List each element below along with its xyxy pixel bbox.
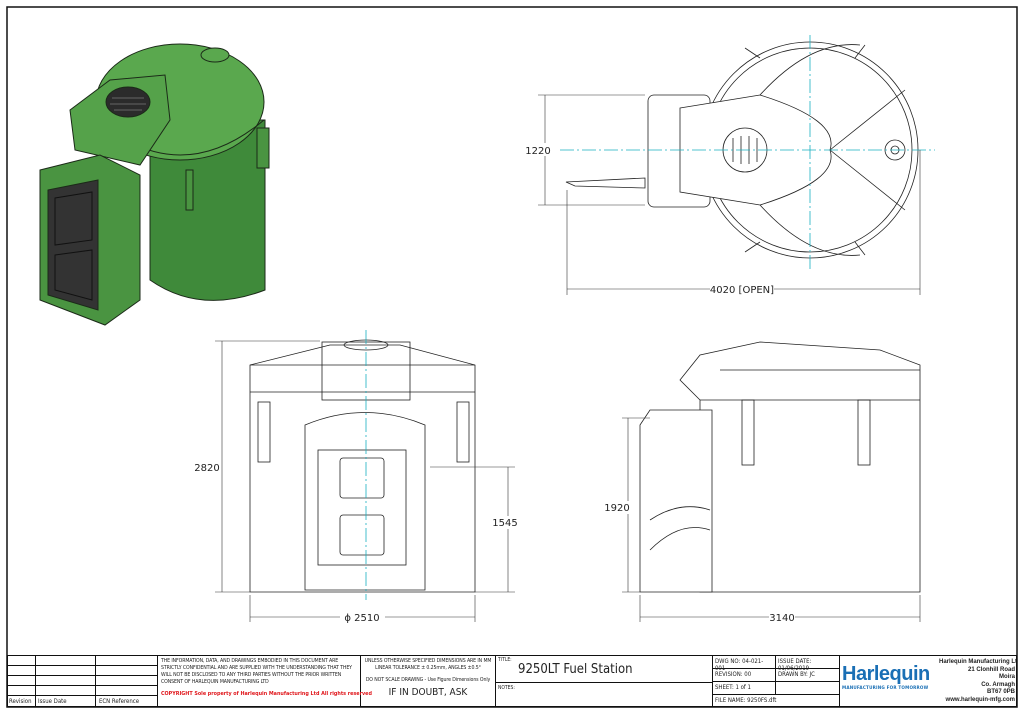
issue-date: 01/06/2019 xyxy=(778,665,810,672)
confidentiality-notice: THE INFORMATION, DATA, AND DRAWINGS EMBO… xyxy=(161,658,352,685)
drawn-by-label: DRAWN BY: xyxy=(778,671,808,678)
sheet-value: 1 of 1 xyxy=(735,684,751,691)
copyright-label: COPYRIGHT xyxy=(161,691,193,697)
sheet-label: SHEET: xyxy=(715,684,734,691)
file-name-label: FILE NAME: xyxy=(715,697,746,704)
company-address: Harlequin Manufacturing Ltd 21 Clonhill … xyxy=(939,659,1017,704)
revision-value: 00 xyxy=(744,671,752,678)
dim-top-height: 1220 xyxy=(525,146,550,157)
doubt-text: IF IN DOUBT, ASK xyxy=(388,687,468,698)
dim-front-height: 2820 xyxy=(194,463,219,474)
dim-top-width: 4020 [OPEN] xyxy=(710,285,774,296)
logo-tagline: MANUFACTURING FOR TOMORROW xyxy=(842,686,929,691)
dim-front-diameter: ϕ 2510 xyxy=(344,613,379,624)
drawing-title: 9250LT Fuel Station xyxy=(518,662,633,677)
address-line: Moira xyxy=(998,674,1015,680)
revision-table: Revision Issue Date ECN Reference xyxy=(8,656,158,706)
isometric-view xyxy=(39,43,270,326)
revision-header: Revision xyxy=(8,696,36,706)
address-line: 21 Clonhill Road xyxy=(967,666,1015,673)
side-view xyxy=(639,341,921,593)
revision-label: REVISION: xyxy=(715,671,743,678)
copyright-text: Sole property of Harlequin Manufacturing… xyxy=(194,691,372,697)
title-label: TITLE: xyxy=(498,657,512,663)
address-website: www.harlequin-mfg.com xyxy=(945,696,1015,703)
dwg-no: 04-021-001 xyxy=(715,658,764,672)
issue-date-label: ISSUE DATE: xyxy=(778,658,812,665)
dim-front-cabinet-height: 1545 xyxy=(492,518,517,529)
title-block: Revision Issue Date ECN Reference THE IN… xyxy=(7,655,1017,707)
address-line: BT67 0PB xyxy=(986,689,1015,695)
drawing-info: DWG NO: 04-021-001 ISSUE DATE: 01/06/201… xyxy=(713,656,840,706)
notes-label: NOTES: xyxy=(498,685,515,691)
front-view xyxy=(249,330,476,600)
issue-date-header: Issue Date xyxy=(36,696,96,706)
address-line: Co. Armagh xyxy=(981,681,1015,688)
dim-side-cabinet-height: 1920 xyxy=(604,503,629,514)
scale-text: DO NOT SCALE DRAWING - Use Figure Dimens… xyxy=(365,677,491,683)
company-logo: Harlequin MANUFACTURING FOR TOMORROW xyxy=(842,663,938,703)
tolerance-text: UNLESS OTHERWISE SPECIFIED DIMENSIONS AR… xyxy=(364,658,492,671)
logo-text: Harlequin xyxy=(842,663,930,685)
top-view xyxy=(560,35,935,270)
ecn-header: ECN Reference xyxy=(96,696,158,706)
dwg-no-label: DWG NO: xyxy=(715,658,741,665)
file-name: 9250FS.dft xyxy=(747,697,777,704)
dim-side-width: 3140 xyxy=(769,613,794,624)
address-line: Harlequin Manufacturing Ltd xyxy=(939,659,1017,665)
drawn-by: JC xyxy=(809,671,815,678)
